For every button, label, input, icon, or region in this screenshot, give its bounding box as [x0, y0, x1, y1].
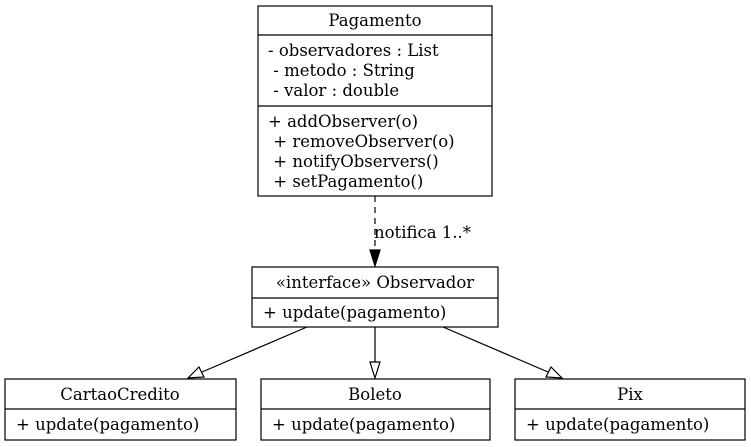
relation-notifica: notifica 1..* [369, 196, 471, 269]
class-boleto-method-update: + update(pagamento) [272, 415, 455, 434]
class-pagamento[interactable]: Pagamento - observadores : List - metodo… [257, 5, 493, 197]
relation-cartao-realization [186, 326, 308, 379]
class-pagamento-method-notify-observers: + notifyObservers() [268, 152, 439, 171]
relation-boleto-realization [369, 327, 381, 381]
relation-pix-realization [442, 326, 564, 379]
class-pagamento-attribute-valor: - valor : double [268, 81, 399, 100]
class-pagamento-box [257, 5, 493, 197]
class-cartao-credito[interactable]: CartaoCredito + update(pagamento) [4, 378, 237, 441]
relation-cartao-line [201, 326, 308, 373]
class-observador[interactable]: «interface» Observador + update(pagament… [251, 266, 499, 328]
class-cartao-credito-name: CartaoCredito [60, 385, 179, 404]
class-pix-name: Pix [617, 385, 643, 404]
class-pagamento-name: Pagamento [328, 11, 421, 30]
relation-notifica-label: notifica 1..* [374, 223, 471, 242]
class-pagamento-attribute-metodo: - metodo : String [268, 61, 415, 80]
class-observador-method-update: + update(pagamento) [263, 303, 446, 322]
class-pagamento-attribute-observadores: - observadores : List [268, 41, 439, 60]
class-pix-method-update: + update(pagamento) [526, 415, 709, 434]
relation-pix-arrowhead [545, 365, 564, 379]
class-pagamento-method-remove-observer: + removeObserver(o) [268, 132, 455, 151]
relation-notifica-arrowhead [369, 249, 381, 269]
class-pix[interactable]: Pix + update(pagamento) [514, 378, 746, 441]
class-boleto[interactable]: Boleto + update(pagamento) [260, 378, 491, 441]
relation-cartao-arrowhead [186, 365, 205, 379]
class-pagamento-method-add-observer: + addObserver(o) [268, 112, 418, 131]
class-pagamento-method-set-pagamento: + setPagamento() [268, 172, 423, 191]
class-boleto-name: Boleto [348, 385, 402, 404]
class-observador-name: «interface» Observador [276, 273, 474, 292]
relation-boleto-arrowhead [369, 361, 381, 381]
relation-pix-line [442, 326, 549, 373]
class-cartao-credito-method-update: + update(pagamento) [16, 415, 199, 434]
